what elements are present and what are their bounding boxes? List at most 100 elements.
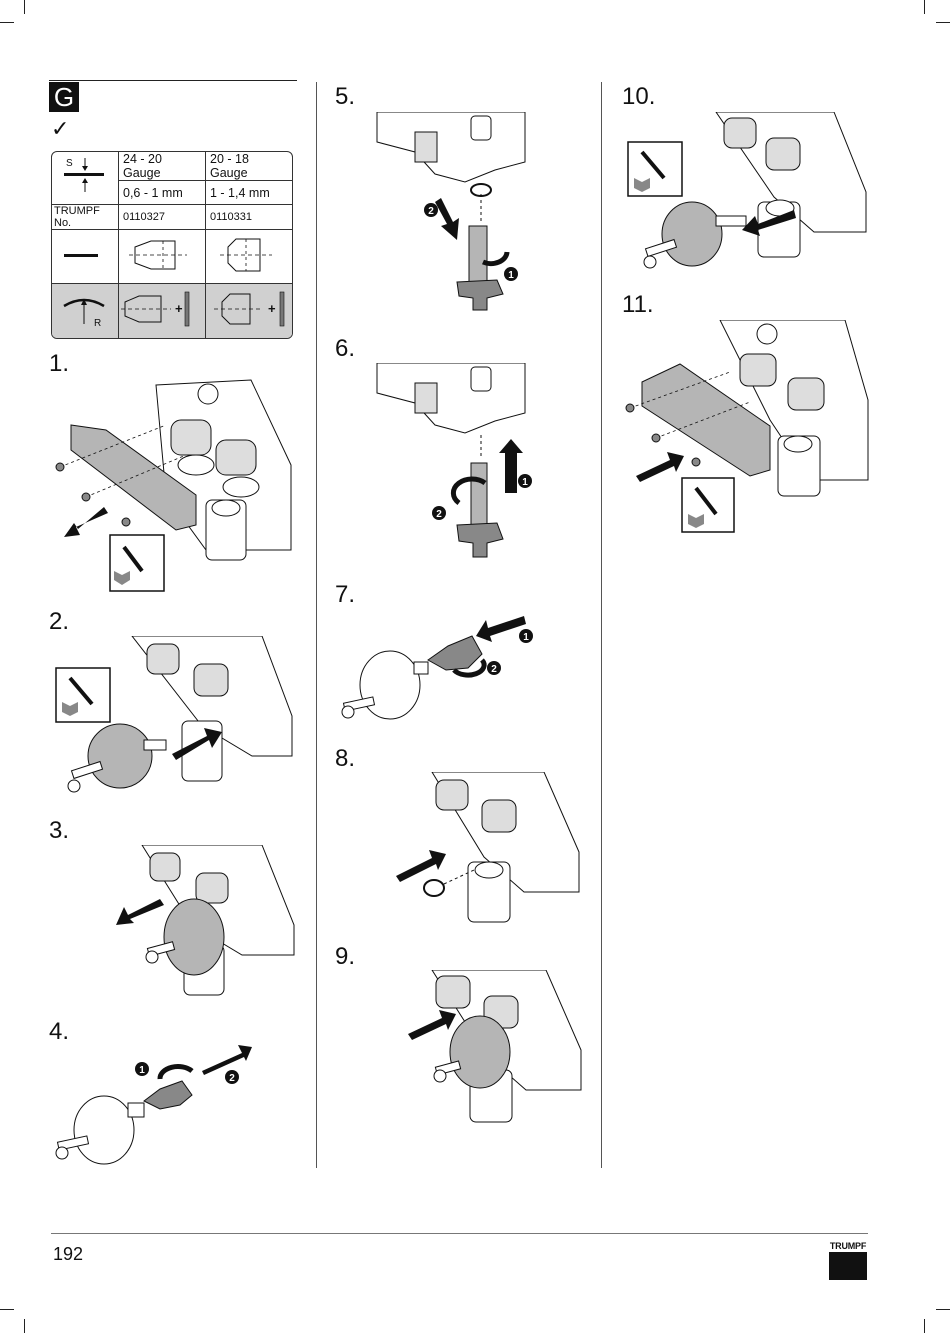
hex-screw-icon <box>55 462 65 472</box>
section-letter: G <box>49 82 79 112</box>
nozzle <box>143 1080 193 1110</box>
wheel-tool <box>359 650 421 720</box>
figure-step-7: 1 2 <box>341 616 533 720</box>
cover-plate <box>641 363 771 477</box>
wheel-tool <box>67 723 167 793</box>
cover-plate <box>70 424 197 531</box>
check-icon: ✓ <box>51 116 70 141</box>
rotate-arrow-icon <box>482 251 510 267</box>
radius-cell: R <box>52 284 119 338</box>
flat-nozzle-shim-icon <box>214 291 285 327</box>
part-cell-2: 0110331 <box>206 205 292 230</box>
crop-mark <box>0 1309 14 1310</box>
step-number-4: 4. <box>49 1018 70 1045</box>
gauge-cell-2: 20 - 18 Gauge <box>206 152 292 181</box>
arrow-icon <box>636 452 684 482</box>
spec-table: S 24 - 20 Gauge 20 - 18 Gauge 0,6 - 1 mm… <box>51 151 293 339</box>
radius-curve-icon <box>63 298 105 324</box>
step-number-3: 3. <box>49 817 70 844</box>
cone-nozzle-icon <box>129 240 187 270</box>
wheel-tool <box>73 1095 135 1165</box>
thickness-label: S <box>66 158 73 169</box>
arrow-icon <box>742 210 796 236</box>
callout-1: 1 <box>139 1065 145 1076</box>
arrow-icon <box>476 616 526 642</box>
footer-rule <box>51 1233 868 1234</box>
callout-1: 1 <box>522 477 528 488</box>
step-number-8: 8. <box>335 745 356 772</box>
step-number-9: 9. <box>335 943 356 970</box>
arrow-icon <box>172 728 222 760</box>
step-number-10: 10. <box>622 83 656 110</box>
figure-step-11 <box>625 320 869 533</box>
gauge-cell-1: 24 - 20 Gauge <box>119 152 206 181</box>
column-divider <box>316 82 317 1168</box>
drive-shaft <box>468 225 488 287</box>
brand-logo-text: TRUMPF <box>829 1241 867 1251</box>
figure-step-8 <box>396 772 580 923</box>
crop-mark <box>924 0 925 14</box>
thickness-symbol-cell: S <box>52 152 119 205</box>
column-divider <box>601 82 602 1168</box>
callout-2: 2 <box>229 1073 235 1084</box>
hex-screw-icon <box>691 457 701 467</box>
crop-mark <box>0 22 14 23</box>
rotate-arrow-icon <box>157 1064 194 1080</box>
screwdriver-icon <box>627 141 683 197</box>
straight-wire-cell <box>52 230 119 284</box>
arrow-icon <box>408 1010 456 1040</box>
drive-shaft <box>470 462 488 528</box>
arrow-icon <box>435 198 459 240</box>
screwdriver-icon <box>109 534 165 592</box>
cone-nozzle-shim-icon <box>121 291 190 327</box>
figure-step-2 <box>55 636 293 793</box>
hex-screw-icon <box>81 492 91 502</box>
callout-2: 2 <box>428 206 434 217</box>
figure-step-5: 2 1 <box>376 112 526 311</box>
arrow-icon <box>396 850 446 882</box>
hex-screw-icon <box>651 433 661 443</box>
step-number-5: 5. <box>335 83 356 110</box>
nozzle-cell-2 <box>206 230 292 284</box>
section-rule <box>49 80 297 81</box>
mm-cell-1: 0,6 - 1 mm <box>119 181 206 205</box>
arrow-icon <box>64 507 108 537</box>
figure-step-6: 1 2 <box>376 363 532 558</box>
step-number-2: 2. <box>49 608 70 635</box>
crop-mark <box>936 22 950 23</box>
figure-step-1 <box>55 379 292 592</box>
callout-2: 2 <box>491 664 497 675</box>
nozzle <box>427 635 483 671</box>
hex-screw-icon <box>121 517 131 527</box>
step-number-7: 7. <box>335 581 356 608</box>
nozzle-cell-1 <box>119 230 206 284</box>
part-label-cell: TRUMPF No. <box>52 205 119 230</box>
thickness-icon <box>64 158 104 192</box>
crop-mark <box>924 1319 925 1333</box>
figure-step-10 <box>627 112 867 269</box>
flat-nozzle-icon <box>220 238 272 272</box>
rotate-arrow-icon <box>452 658 487 678</box>
plus-sign: + <box>268 301 276 316</box>
callout-1: 1 <box>508 270 514 281</box>
figure-step-9 <box>408 970 582 1123</box>
callout-1: 1 <box>523 632 529 643</box>
screwdriver-icon <box>55 667 111 723</box>
page-number: 192 <box>53 1244 84 1264</box>
radius-label: R <box>94 318 102 329</box>
step-number-6: 6. <box>335 335 356 362</box>
plus-sign: + <box>175 301 183 316</box>
screwdriver-icon <box>681 477 735 533</box>
wheel-tool <box>163 898 225 976</box>
arrow-icon <box>116 899 164 925</box>
wheel-tool <box>661 201 723 267</box>
callout-2: 2 <box>436 509 442 520</box>
hex-screw-icon <box>625 403 635 413</box>
arrow-icon <box>499 439 523 493</box>
figure-step-4: 1 2 <box>55 1045 252 1165</box>
nozzle-shim-cell-2: + <box>206 284 292 338</box>
crop-mark <box>936 1309 950 1310</box>
step-number-1: 1. <box>49 350 70 377</box>
arrow-icon <box>202 1045 252 1075</box>
wheel-tool <box>449 1015 511 1089</box>
